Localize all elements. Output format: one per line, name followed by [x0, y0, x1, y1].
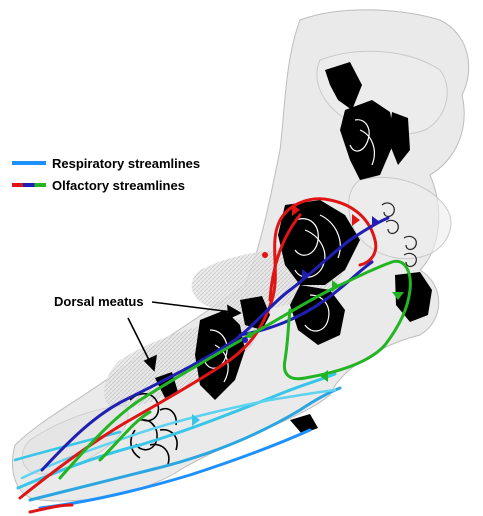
legend-item-olfactory: Olfactory streamlines: [12, 174, 242, 196]
olfactory-swatch: [12, 183, 46, 187]
respiratory-swatch: [12, 161, 46, 165]
cavity-shell: [12, 10, 468, 501]
legend-label-olfactory: Olfactory streamlines: [52, 178, 185, 193]
dorsal-meatus-label: Dorsal meatus: [54, 294, 144, 309]
legend-label-respiratory: Respiratory streamlines: [52, 156, 200, 171]
legend: Respiratory streamlines Olfactory stream…: [12, 152, 242, 196]
olfactory-streamline: [30, 505, 72, 512]
legend-item-respiratory: Respiratory streamlines: [12, 152, 242, 174]
